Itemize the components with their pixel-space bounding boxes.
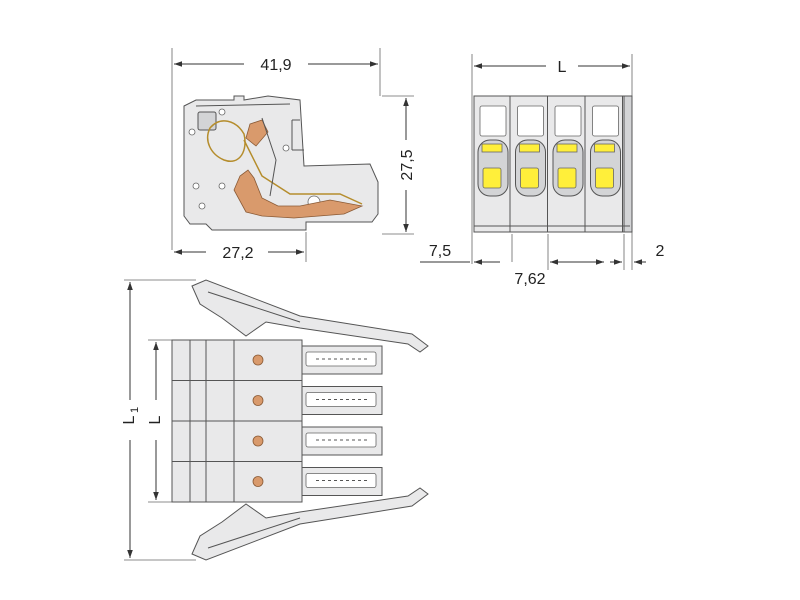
front-pole xyxy=(590,96,623,232)
push-button-top xyxy=(594,143,615,153)
push-button xyxy=(557,167,577,189)
push-button xyxy=(520,167,539,189)
dimension-l1-subscript: 1 xyxy=(129,407,141,413)
dimension-27-5: 27,5 xyxy=(399,98,416,232)
push-button xyxy=(595,167,614,189)
front-view xyxy=(471,54,633,270)
dimension-overall-length-label: 41,9 xyxy=(260,57,291,74)
contact-point xyxy=(252,435,264,447)
dimension-height-label: 27,5 xyxy=(399,149,416,180)
push-button-top xyxy=(556,143,578,153)
contact-point xyxy=(252,395,264,406)
dimension-41-9: 41,9 xyxy=(174,57,378,74)
dimension-L-front: L xyxy=(474,59,630,76)
side-view xyxy=(171,48,414,262)
top-pole xyxy=(172,345,383,381)
push-button-top xyxy=(481,143,503,153)
top-pole xyxy=(172,467,383,503)
push-button-top xyxy=(519,143,540,153)
dimension-pitch-label: 7,62 xyxy=(514,271,545,288)
front-pole xyxy=(477,96,511,232)
front-pole xyxy=(515,96,548,232)
top-pole xyxy=(172,426,383,462)
front-pole xyxy=(552,96,586,232)
dimension-l1-label: L xyxy=(121,415,138,424)
dimension-lower-length-label: 27,2 xyxy=(222,245,253,262)
dimension-length-label: L xyxy=(558,59,567,76)
dimension-right-offset-label: 2 xyxy=(656,243,665,260)
push-button xyxy=(482,167,502,189)
dimension-left-offset-label: 7,5 xyxy=(429,243,451,260)
contact-point xyxy=(252,476,264,487)
contact-point xyxy=(252,354,264,366)
dimension-2: 2 xyxy=(610,243,665,265)
dimension-7-62: 7,62 xyxy=(514,259,604,288)
dimension-L-top: L xyxy=(147,342,164,500)
top-pole xyxy=(172,386,383,422)
dimension-L1: L 1 xyxy=(121,282,141,558)
top-view xyxy=(124,279,429,561)
dimension-27-2: 27,2 xyxy=(174,245,304,262)
dimension-l-top-label: L xyxy=(147,415,164,424)
dimension-7-5: 7,5 xyxy=(420,243,500,265)
